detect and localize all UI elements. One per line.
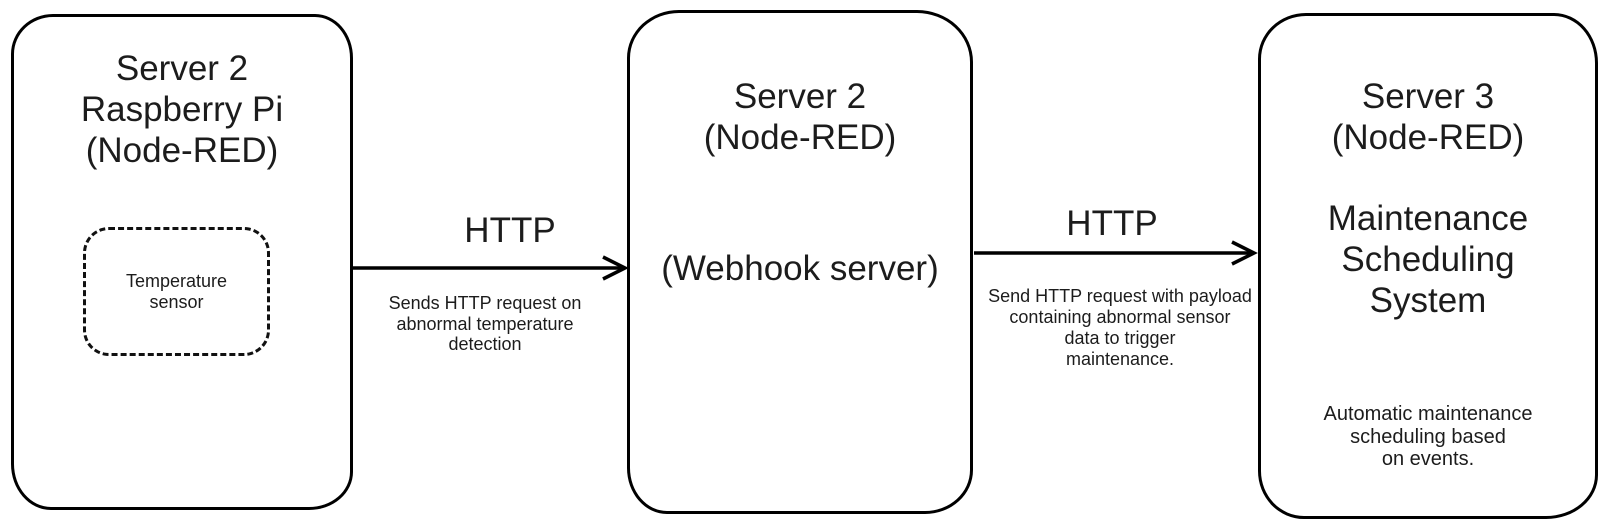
node-server2-webhook-body: (Webhook server): [661, 249, 939, 288]
node-server2-raspberry-pi[interactable]: Server 2 Raspberry Pi (Node-RED) Tempera…: [11, 14, 353, 510]
arrow-webhook-to-maintenance[interactable]: [974, 240, 1258, 266]
node-server3-maintenance[interactable]: Server 3 (Node-RED) Maintenance Scheduli…: [1258, 13, 1598, 519]
node-server2-webhook[interactable]: Server 2 (Node-RED) (Webhook server): [627, 10, 973, 514]
edge2-http-label: HTTP: [1066, 204, 1158, 243]
edge2-caption: Send HTTP request with payload containin…: [988, 286, 1252, 369]
arrow-head-icon: [602, 255, 629, 281]
node-server3-title: Server 3 (Node-RED): [1331, 77, 1525, 157]
node-server2-raspberry-pi-title: Server 2 Raspberry Pi (Node-RED): [80, 49, 284, 170]
node-server3-subtitle: Maintenance Scheduling System: [1327, 199, 1529, 320]
node-server2-webhook-title: Server 2 (Node-RED): [703, 77, 897, 157]
node-temperature-sensor[interactable]: Temperature sensor: [83, 227, 270, 356]
arrow-pi-to-webhook[interactable]: [353, 255, 629, 281]
edge1-caption: Sends HTTP request on abnormal temperatu…: [388, 293, 582, 354]
temperature-sensor-label: Temperature sensor: [125, 270, 228, 312]
node-server3-body: Automatic maintenance scheduling based o…: [1323, 403, 1533, 470]
edge1-http-label: HTTP: [464, 211, 556, 250]
arrow-head-icon: [1231, 240, 1258, 266]
